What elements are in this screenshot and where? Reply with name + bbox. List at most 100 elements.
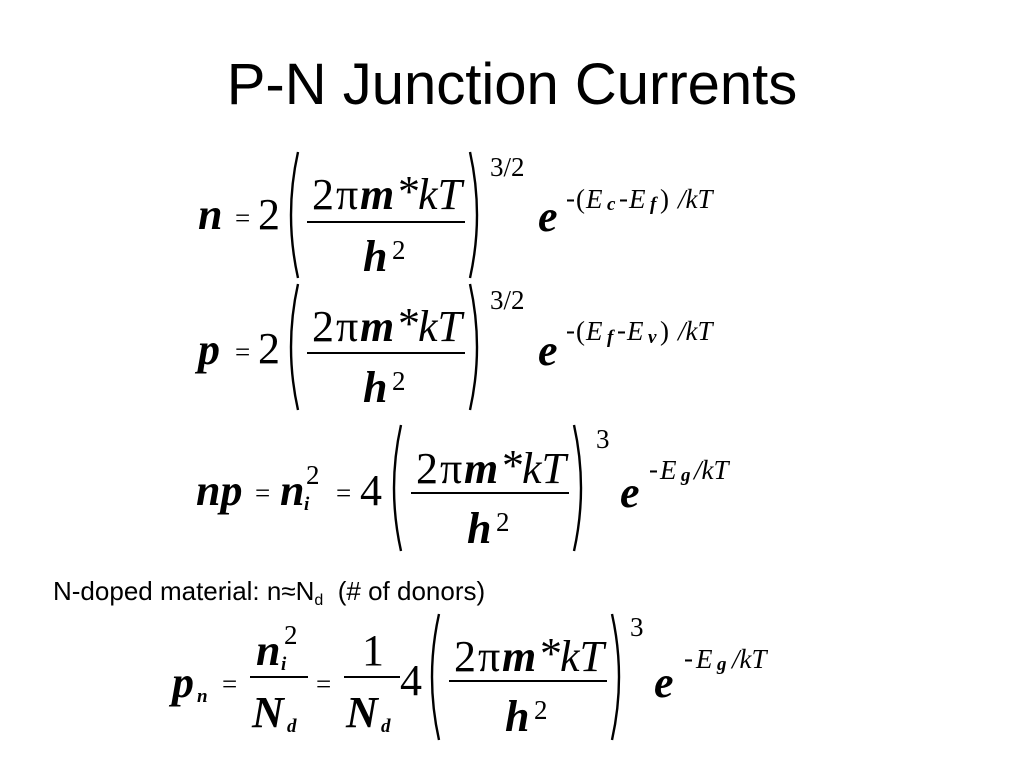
- kT: kT: [418, 170, 462, 219]
- h-squared: 2: [392, 235, 406, 265]
- eq-coefficient: 4: [400, 656, 422, 705]
- numerator-2: 2: [454, 632, 476, 681]
- mass-m: m: [464, 444, 499, 493]
- note-sub-d: d: [314, 592, 324, 609]
- star: *: [398, 299, 420, 348]
- exp-sub-f: f: [650, 194, 657, 215]
- left-paren: [289, 283, 300, 411]
- numerator-2: 2: [312, 302, 334, 351]
- exp-E2: E: [627, 316, 644, 346]
- eq-equals: =: [235, 203, 251, 233]
- kT: kT: [560, 632, 604, 681]
- planck-h: h: [363, 232, 388, 281]
- exp-slash-kT: /kT: [732, 644, 767, 674]
- eq-equals2: =: [316, 669, 332, 699]
- frac1-N: N: [252, 688, 284, 737]
- star: *: [502, 441, 524, 490]
- kT: kT: [418, 302, 462, 351]
- eq-equals: =: [235, 337, 251, 367]
- eq-equals: =: [255, 478, 271, 508]
- exp-minus2: -: [619, 183, 628, 213]
- exp-E1: E: [586, 316, 603, 346]
- exp-E: E: [660, 455, 677, 485]
- exp-minus: -: [566, 183, 575, 213]
- eq-lhs: p: [198, 325, 220, 374]
- exp-sub-g: g: [717, 654, 727, 675]
- mass-m: m: [360, 170, 395, 219]
- frac1-ni-sub: i: [281, 654, 287, 675]
- pi-symbol: π: [336, 302, 359, 351]
- exp-minus: -: [566, 315, 575, 345]
- h-squared: 2: [496, 507, 510, 537]
- exponent-power: 3/2: [490, 152, 525, 182]
- pi-symbol: π: [440, 444, 463, 493]
- exp-sub-c: c: [607, 194, 616, 215]
- right-paren: [468, 151, 479, 279]
- h-squared: 2: [392, 366, 406, 396]
- eq-lhs: n: [198, 190, 223, 239]
- planck-h: h: [505, 692, 530, 741]
- exp-rparen: ): [660, 316, 669, 346]
- right-paren: [468, 283, 479, 411]
- pn-sub-n: n: [197, 686, 208, 707]
- ni-sub-i: i: [304, 494, 310, 515]
- exp-lparen: (: [576, 316, 585, 346]
- exp-minus: -: [684, 643, 693, 673]
- ni-squared: 2: [306, 460, 320, 490]
- right-paren: [610, 613, 621, 741]
- exponent-power: 3: [596, 424, 610, 454]
- h-squared: 2: [534, 695, 548, 725]
- fraction-bar: [307, 352, 465, 354]
- euler-e: e: [538, 326, 558, 375]
- euler-e: e: [620, 468, 640, 517]
- eq-equals: =: [222, 669, 238, 699]
- exp-slash-kT: /kT: [694, 455, 729, 485]
- exp-E1: E: [586, 184, 603, 214]
- fraction-bar-2: [344, 676, 400, 678]
- exp-slash-kT: /kT: [678, 184, 713, 214]
- exp-E: E: [696, 644, 713, 674]
- n-doped-note: N-doped material: n≈Nd (# of donors): [53, 575, 485, 617]
- numerator-2: 2: [416, 444, 438, 493]
- numerator-2: 2: [312, 170, 334, 219]
- fraction-bar: [411, 492, 569, 494]
- note-text: N-doped material: n≈N: [53, 576, 315, 606]
- exponent-power: 3: [630, 612, 644, 642]
- planck-h: h: [363, 363, 388, 412]
- frac2-N: N: [346, 688, 378, 737]
- frac1-ni-sq: 2: [284, 620, 298, 650]
- fraction-bar-3: [449, 680, 607, 682]
- kT: kT: [522, 444, 566, 493]
- mass-m: m: [502, 632, 537, 681]
- frac2-N-sub: d: [381, 716, 391, 737]
- eq-coefficient: 2: [258, 324, 280, 373]
- exponent-power: 3/2: [490, 285, 525, 315]
- exp-slash-kT: /kT: [678, 316, 713, 346]
- star: *: [540, 629, 562, 678]
- eq-lhs: p: [172, 658, 194, 707]
- exp-rparen: ): [660, 184, 669, 214]
- exp-minus2: -: [617, 315, 626, 345]
- eq-coefficient: 4: [360, 466, 382, 515]
- mass-m: m: [360, 302, 395, 351]
- exp-sub-v: v: [648, 327, 657, 348]
- planck-h: h: [467, 504, 492, 553]
- left-paren: [430, 613, 441, 741]
- right-paren: [572, 424, 583, 552]
- pi-symbol: π: [336, 170, 359, 219]
- exp-E2: E: [629, 184, 646, 214]
- fraction-bar: [307, 221, 465, 223]
- left-paren: [289, 151, 300, 279]
- exp-sub-f: f: [607, 327, 614, 348]
- ni-n: n: [280, 466, 305, 515]
- frac1-ni: n: [256, 626, 281, 675]
- eq-lhs: np: [196, 466, 243, 515]
- note-tail: (# of donors): [323, 576, 486, 606]
- eq-coefficient: 2: [258, 190, 280, 239]
- pi-symbol: π: [478, 632, 501, 681]
- frac2-one: 1: [362, 626, 384, 675]
- euler-e: e: [654, 658, 674, 707]
- exp-minus: -: [649, 454, 658, 484]
- fraction-bar-1: [250, 676, 308, 678]
- eq-equals2: =: [336, 478, 352, 508]
